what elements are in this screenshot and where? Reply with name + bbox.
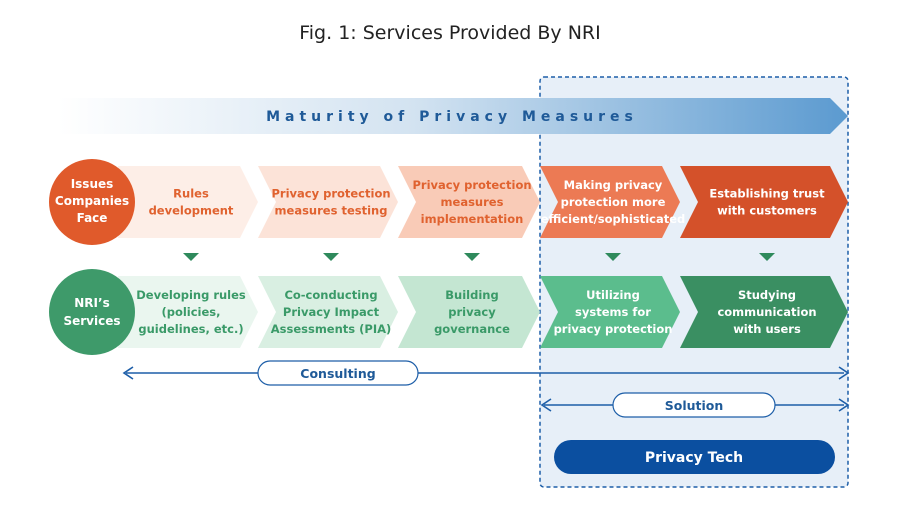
issue-text: Privacy protection bbox=[412, 178, 531, 192]
service-text: Co-conducting bbox=[284, 288, 377, 302]
down-arrow-icon bbox=[759, 253, 775, 261]
maturity-label: Maturity of Privacy Measures bbox=[266, 109, 638, 125]
down-arrow-icon bbox=[323, 253, 339, 261]
down-arrow-icon bbox=[605, 253, 621, 261]
issue-chevron bbox=[258, 166, 398, 238]
service-text: Developing rules bbox=[136, 288, 246, 302]
service-text: privacy protection bbox=[554, 322, 673, 336]
issue-text: with customers bbox=[717, 204, 817, 218]
down-arrow-icon bbox=[464, 253, 480, 261]
issue-text: measures bbox=[441, 195, 504, 209]
issues-label-line: Companies bbox=[55, 194, 129, 208]
issues-row: Rules development Privacy protection measur… bbox=[118, 166, 848, 238]
service-chevron bbox=[258, 276, 398, 348]
down-arrows bbox=[183, 253, 775, 261]
issue-chevron bbox=[118, 166, 258, 238]
service-text: governance bbox=[434, 322, 510, 336]
issue-text: efficient/sophisticated bbox=[541, 212, 686, 226]
issues-label-line: Face bbox=[77, 211, 108, 225]
service-text: systems for bbox=[575, 305, 651, 319]
service-text: (policies, bbox=[161, 305, 220, 319]
services-label-line: Services bbox=[63, 314, 120, 328]
service-chevron bbox=[540, 276, 680, 348]
service-text: Assessments (PIA) bbox=[271, 322, 392, 336]
service-text: Utilizing bbox=[586, 288, 640, 302]
issue-text: Privacy protection bbox=[271, 187, 390, 201]
issue-chevron bbox=[540, 166, 680, 238]
services-circle bbox=[49, 269, 135, 355]
issue-text: development bbox=[149, 204, 234, 218]
issue-text: protection more bbox=[561, 195, 666, 209]
service-text: Privacy Impact bbox=[283, 305, 380, 319]
issue-text: Establishing trust bbox=[709, 187, 825, 201]
figure-title: Fig. 1: Services Provided By NRI bbox=[299, 22, 601, 44]
solution-arrow-right-head bbox=[838, 398, 850, 412]
service-chevron bbox=[398, 276, 540, 348]
service-text: Building bbox=[445, 288, 498, 302]
issues-label-line: Issues bbox=[71, 177, 114, 191]
issue-chevron bbox=[398, 166, 540, 238]
maturity-arrow bbox=[58, 98, 848, 134]
consulting-label: Consulting bbox=[300, 366, 375, 381]
issue-text: Rules bbox=[173, 187, 209, 201]
service-text: Studying bbox=[738, 288, 796, 302]
issue-text: measures testing bbox=[275, 204, 388, 218]
solution-pill bbox=[612, 392, 776, 418]
down-arrow-icon bbox=[183, 253, 199, 261]
issue-text: implementation bbox=[421, 212, 524, 226]
privacy-tech-badge bbox=[554, 440, 835, 474]
service-chevron bbox=[118, 276, 258, 348]
solution-arrow-left-head bbox=[540, 398, 552, 412]
privacy-tech-label: Privacy Tech bbox=[645, 450, 743, 466]
consulting-arrow-left-head bbox=[122, 366, 134, 380]
services-label-line: NRI’s bbox=[74, 296, 109, 310]
service-text: with users bbox=[733, 322, 801, 336]
consulting-pill bbox=[257, 360, 419, 386]
service-text: guidelines, etc.) bbox=[138, 322, 243, 336]
solution-label: Solution bbox=[665, 398, 724, 413]
issue-chevron bbox=[680, 166, 848, 238]
service-chevron bbox=[680, 276, 848, 348]
service-text: communication bbox=[717, 305, 816, 319]
consulting-arrow-right-head bbox=[838, 366, 850, 380]
issues-circle bbox=[49, 159, 135, 245]
issue-text: Making privacy bbox=[564, 178, 663, 192]
services-row: Developing rules (policies, guidelines, et… bbox=[118, 276, 848, 348]
service-text: privacy bbox=[448, 305, 496, 319]
